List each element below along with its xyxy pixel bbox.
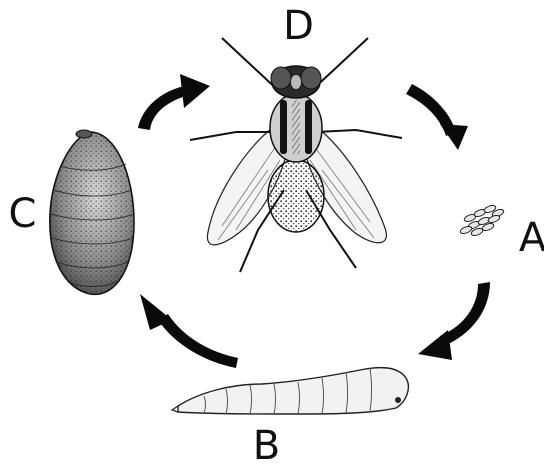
pupa-icon	[50, 130, 134, 294]
arrow-eggs-to-larva	[418, 282, 490, 360]
arrow-adult-to-eggs	[406, 84, 468, 150]
housefly-icon	[190, 38, 402, 272]
label-larva-stage: B	[253, 426, 279, 466]
label-egg-stage: A	[519, 218, 544, 258]
egg-cluster-icon	[459, 204, 504, 237]
label-pupa-stage: C	[9, 194, 36, 234]
arrow-larva-to-pupa	[140, 294, 238, 368]
label-adult-stage: D	[283, 6, 313, 46]
maggot-icon	[172, 368, 408, 414]
arrow-pupa-to-adult	[138, 74, 210, 130]
